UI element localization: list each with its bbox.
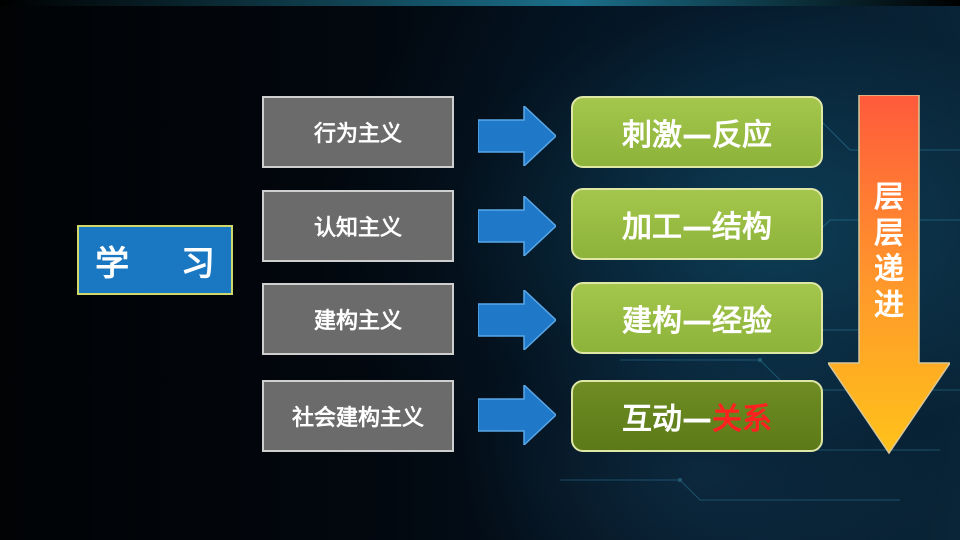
learning-label: 学 习 <box>95 243 235 284</box>
progression-down-arrow-icon <box>828 95 950 455</box>
result-label-highlight: 关系 <box>712 402 772 437</box>
theory-label: 行为主义 <box>313 122 402 147</box>
right-arrow-icon <box>478 196 556 256</box>
theory-box-constructivism: 建构主义 <box>262 283 454 355</box>
result-box-processing-structure: 加工—结构 <box>571 188 823 260</box>
learning-box: 学 习 <box>77 225 233 295</box>
progression-label: 层 层 递 进 <box>874 180 904 323</box>
right-arrow-icon <box>478 290 556 350</box>
right-arrow-icon <box>478 385 556 445</box>
theory-label: 社会建构主义 <box>291 406 424 431</box>
right-arrow-icon <box>478 106 556 166</box>
theory-label: 认知主义 <box>313 216 402 241</box>
result-label-prefix: 互动— <box>622 402 712 437</box>
result-label: 刺激—反应 <box>622 118 772 153</box>
result-box-interaction-relationship: 互动—关系 <box>571 380 823 452</box>
top-accent-line <box>0 0 960 6</box>
result-box-stimulus-response: 刺激—反应 <box>571 96 823 168</box>
theory-box-cognitivism: 认知主义 <box>262 190 454 262</box>
theory-box-social-constructivism: 社会建构主义 <box>262 380 454 452</box>
theory-label: 建构主义 <box>313 309 402 334</box>
result-box-construction-experience: 建构—经验 <box>571 282 823 354</box>
theory-box-behaviorism: 行为主义 <box>262 96 454 168</box>
result-label: 加工—结构 <box>622 210 772 245</box>
result-label: 建构—经验 <box>622 304 772 339</box>
